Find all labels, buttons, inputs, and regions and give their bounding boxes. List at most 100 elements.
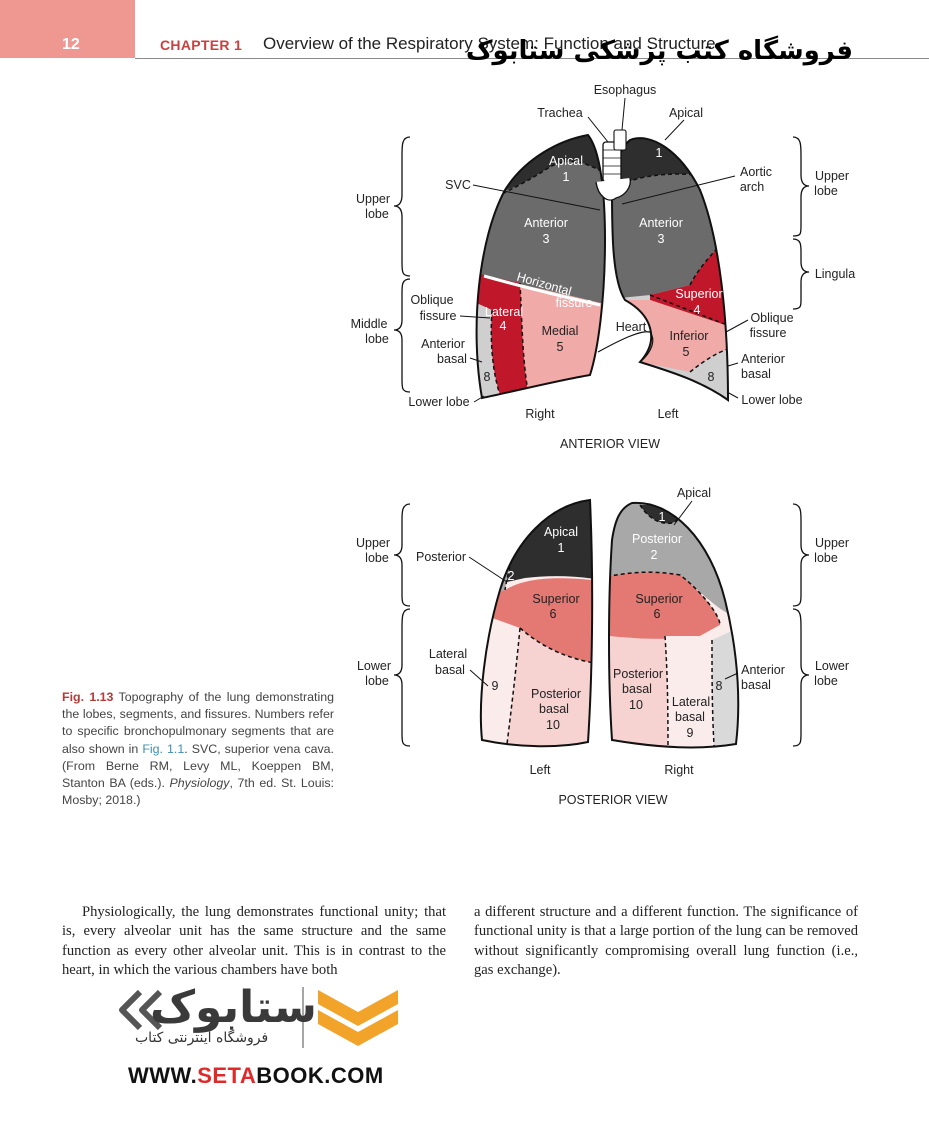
anterior-view-title: ANTERIOR VIEW (560, 437, 660, 451)
caption-figure-ref[interactable]: Fig. 1.1 (142, 741, 185, 756)
segment-pr-superior (609, 572, 720, 639)
seg-l-8: 8 (708, 370, 715, 384)
posterior-left-lung (480, 500, 593, 747)
segment-r-anterior (476, 161, 605, 308)
post-anterior-basal-2: basal (741, 678, 771, 692)
seg-pr-lat-basal-1: Lateral (672, 695, 710, 709)
seg-pl-post-basal-2: basal (539, 702, 569, 716)
chapter-title: Overview of the Respiratory System: Func… (263, 34, 716, 53)
anterior-right-lung (476, 135, 605, 398)
logo-url-red: SETA (197, 1063, 257, 1088)
seg-pr-8: 8 (716, 679, 723, 693)
post-lateral-basal-1: Lateral (429, 647, 467, 661)
posterior-view-title: POSTERIOR VIEW (558, 793, 667, 807)
post-apical-top-label: Apical (677, 486, 711, 500)
anterior-basal-right-1: Anterior (741, 352, 785, 366)
middle-lobe-2: lobe (365, 332, 389, 346)
heart-label: Heart (616, 320, 647, 334)
logo-url-pre: WWW. (128, 1063, 198, 1088)
setabook-logo-graphic (119, 987, 398, 1048)
logo-name: ستابوک (150, 982, 317, 1033)
figure-caption: Fig. 1.13 Topography of the lung demonst… (62, 689, 334, 809)
lingula-label: Lingula (815, 267, 855, 281)
post-lower-lobe-l-1: Lower (357, 659, 391, 673)
segment-l-inferior (625, 300, 728, 372)
seg-r-apical-label: Apical (549, 154, 583, 168)
chevron-logo-icon (318, 990, 398, 1046)
seg-pr-1: 1 (659, 510, 666, 524)
seg-l-inferior-label: Inferior (670, 329, 709, 343)
seg-pr-posterior-num: 2 (651, 548, 658, 562)
trachea-label: Trachea (537, 106, 582, 120)
logo-url-post: BOOK.COM (256, 1063, 384, 1088)
post-lateral-basal-2: basal (435, 663, 465, 677)
body-column-2: a different structure and a different fu… (474, 904, 858, 979)
arch-label: arch (740, 180, 764, 194)
seg-l-anterior-num: 3 (658, 232, 665, 246)
seg-l-superior-label: Superior (675, 287, 722, 301)
oblique-fissure-left-1: Oblique (410, 293, 453, 307)
seg-r-medial-label: Medial (542, 324, 579, 338)
lower-lobe-right: Lower lobe (741, 393, 802, 407)
seg-l-1: 1 (656, 146, 663, 160)
left-side-label: Left (658, 407, 679, 421)
post-upper-lobe-l-2: lobe (365, 551, 389, 565)
post-lower-lobe-r-1: Lower (815, 659, 849, 673)
seg-r-apical-num: 1 (563, 170, 570, 184)
post-right-label: Right (664, 763, 694, 777)
seg-pr-post-basal-num: 10 (629, 698, 643, 712)
caption-text-1: Topography of the lung demonstrating the… (62, 690, 334, 756)
seg-pr-posterior-label: Posterior (632, 532, 682, 546)
watermark-text: فروشگاه کتب پزشکی ستابوک (465, 36, 853, 66)
seg-pl-9: 9 (492, 679, 499, 693)
segment-pl-apical (480, 500, 593, 590)
post-upper-lobe-r-1: Upper (815, 536, 849, 550)
seg-pl-superior-label: Superior (532, 592, 579, 606)
page-number: 12 (62, 36, 80, 53)
caption-text-3: , 7th ed. St. Louis: Mosby; 2018.) (62, 776, 334, 808)
seg-pr-lat-basal-num: 9 (687, 726, 694, 740)
seg-r-lateral-label: Lateral (485, 305, 523, 319)
seg-pr-lat-basal-2: basal (675, 710, 705, 724)
seg-r-anterior-num: 3 (543, 232, 550, 246)
seg-r-8: 8 (484, 370, 491, 384)
seg-r-lateral-num: 4 (500, 319, 507, 333)
oblique-fissure-right-2: fissure (750, 326, 787, 340)
anterior-basal-right-2: basal (741, 367, 771, 381)
seg-pr-superior-label: Superior (635, 592, 682, 606)
caption-fig-label: Fig. 1.13 (62, 690, 114, 704)
seg-r-medial-num: 5 (557, 340, 564, 354)
seg-pl-apical-num: 1 (558, 541, 565, 555)
trachea-icon (595, 129, 631, 201)
post-anterior-basal-1: Anterior (741, 663, 785, 677)
header-rule (135, 58, 929, 59)
upper-lobe-right-1: Upper (815, 169, 849, 183)
seg-l-anterior-label: Anterior (639, 216, 683, 230)
seg-pl-apical-label: Apical (544, 525, 578, 539)
upper-lobe-left-2: lobe (365, 207, 389, 221)
seg-pl-post-basal-1: Posterior (531, 687, 581, 701)
segment-pl-superior (480, 578, 593, 665)
oblique-fissure-right-1: Oblique (750, 311, 793, 325)
posterior-right-lung (609, 502, 739, 748)
post-upper-lobe-r-2: lobe (814, 551, 838, 565)
horizontal-fissure-label-2: fissure (556, 296, 593, 310)
lung-topography-figure: Apical 1 Anterior 3 1 Anterior 3 Lateral… (351, 83, 856, 807)
chapter-label: CHAPTER 1 (160, 37, 243, 53)
middle-lobe-1: Middle (351, 317, 388, 331)
oblique-fissure-left-2: fissure (420, 309, 457, 323)
post-posterior-label: Posterior (416, 550, 466, 564)
page-number-box (0, 0, 135, 58)
seg-pr-superior-num: 6 (654, 607, 661, 621)
body-column-1: Physiologically, the lung demonstrates f… (62, 904, 446, 979)
seg-l-superior-num: 4 (694, 303, 701, 317)
esophagus-label: Esophagus (594, 83, 657, 97)
seg-r-anterior-label: Anterior (524, 216, 568, 230)
svc-label: SVC (445, 178, 471, 192)
seg-pl-post-basal-num: 10 (546, 718, 560, 732)
post-lower-lobe-l-2: lobe (365, 674, 389, 688)
logo-url[interactable]: WWW.SETABOOK.COM (128, 1063, 384, 1089)
apical-top-label: Apical (669, 106, 703, 120)
post-lower-lobe-r-2: lobe (814, 674, 838, 688)
post-left-label: Left (530, 763, 551, 777)
